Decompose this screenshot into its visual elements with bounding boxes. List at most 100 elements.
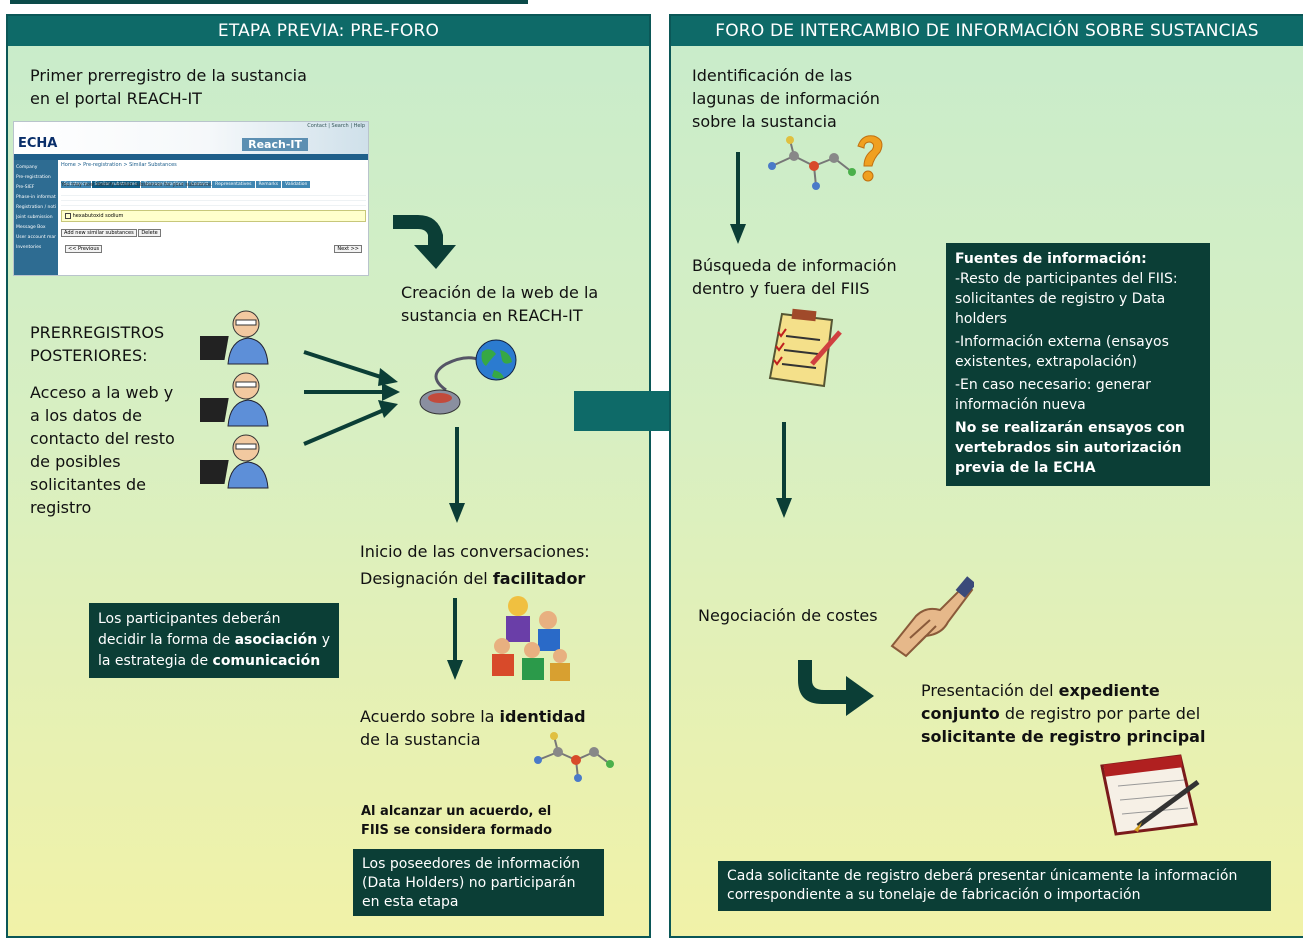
screenshot-help-text <box>61 191 366 207</box>
agreement-line1: Acuerdo sobre la identidad <box>360 705 586 728</box>
association-line2-text: decidir la forma de <box>98 632 235 648</box>
talks-line2: Designación del facilitador <box>360 565 590 592</box>
checkbox-icon[interactable] <box>65 212 71 219</box>
screenshot-banner: ECHA Reach-IT Contact | Search | Help <box>14 122 368 154</box>
later-prereg-line2: POSTERIORES: <box>30 346 148 365</box>
substance-checkbox-row[interactable]: hexabutoxid sodium <box>61 210 366 222</box>
association-line3: la estrategia de comunicación <box>98 651 330 672</box>
talks-text: Inicio de las conversaciones: Designació… <box>360 538 590 592</box>
screenshot-sidebar-item[interactable]: Company <box>16 165 38 170</box>
presentation-line3: solicitante de registro principal <box>921 725 1205 748</box>
checkbox-label: hexabutoxid sodium <box>72 213 124 219</box>
screenshot-sidebar-item[interactable]: User account management <box>16 235 56 240</box>
tonnage-note-box: Cada solicitante de registro deberá pres… <box>718 861 1271 911</box>
web-creation-text: Creación de la web de la sustancia en RE… <box>401 281 598 327</box>
info-source-line: -Resto de participantes del FIIS: <box>955 271 1178 287</box>
agreement-text: Acuerdo sobre la identidad de la sustanc… <box>360 705 586 751</box>
screenshot-tab[interactable]: Contact <box>187 181 212 188</box>
clipboard-checklist-icon <box>768 308 842 388</box>
info-sources-box: Fuentes de información: -Resto de partic… <box>946 243 1210 486</box>
screenshot-sidebar-item[interactable]: Joint submission <box>16 215 53 220</box>
arrow-down <box>730 152 746 244</box>
animal-testing-note: previa de la ECHA <box>955 460 1096 476</box>
communication-term: comunicación <box>212 653 321 669</box>
forum-formed-line2: FIIS se considera formado <box>361 823 552 838</box>
screenshot-tab[interactable]: Remarks <box>255 181 282 188</box>
association-box: Los participantes deberán decidir la for… <box>89 603 339 678</box>
info-source-line: -Información externa (ensayos <box>955 334 1169 350</box>
access-text: Acceso a la web y a los datos de contact… <box>30 381 175 519</box>
presentation-text: Presentación del expediente conjunto de … <box>921 679 1205 748</box>
costs-text: Negociación de costes <box>698 606 878 625</box>
dossier-term: expediente <box>1058 681 1160 700</box>
search-line2: dentro y fuera del FIIS <box>692 279 870 298</box>
screenshot-sidebar-item[interactable]: Pre-SIEF <box>16 185 35 190</box>
screenshot-sidebar-item[interactable]: Message Box <box>16 225 46 230</box>
molecule-question-icon <box>768 135 883 190</box>
screenshot-sidebar-item[interactable]: Phase-in information <box>16 195 56 200</box>
screenshot-breadcrumb: Home > Pre-registration > Similar Substa… <box>61 162 177 168</box>
arrow-down <box>776 422 792 518</box>
search-text: Búsqueda de información dentro y fuera d… <box>692 254 897 300</box>
screenshot-intro: You may now identify similar substances … <box>61 182 213 188</box>
association-term: asociación <box>234 632 318 648</box>
web-creation-line1: Creación de la web de la <box>401 283 599 302</box>
screenshot-sidebar-item[interactable]: Pre-registration <box>16 175 51 180</box>
gaps-line3: sobre la sustancia <box>692 112 837 131</box>
access-line: a los datos de <box>30 406 142 425</box>
computer-user-icon <box>200 372 269 427</box>
screenshot-sidebar-item[interactable]: Registration / notification <box>16 205 56 210</box>
globe-mouse-icon <box>419 339 517 415</box>
delete-button[interactable]: Delete <box>138 229 161 237</box>
screenshot-tab[interactable]: Validation <box>282 181 311 188</box>
arrow-down <box>447 598 463 680</box>
handshake-icon <box>890 576 974 658</box>
molecule-icon <box>534 732 614 782</box>
data-holders-box: Los poseedores de información (Data Hold… <box>353 849 604 916</box>
screenshot-tab[interactable]: Substance <box>61 181 91 188</box>
gaps-line1: Identificación de las <box>692 66 853 85</box>
previous-button[interactable]: << Previous <box>65 245 103 253</box>
top-links[interactable]: Contact | Search | Help <box>307 123 365 129</box>
forum-header: FORO DE INTERCAMBIO DE INFORMACIÓN SOBRE… <box>671 16 1303 46</box>
access-line: Acceso a la web y <box>30 383 174 402</box>
joint-term: conjunto <box>921 704 1000 723</box>
computer-user-icon <box>200 434 269 489</box>
screenshot-tab[interactable]: Tonnage/deadline <box>140 181 187 188</box>
computer-user-icon <box>200 310 269 365</box>
first-prereg-line1: Primer prerregistro de la sustancia <box>30 66 307 85</box>
echa-logo: ECHA <box>18 136 58 151</box>
access-line: contacto del resto <box>30 429 175 448</box>
presentation-line2-text: de registro por parte del <box>999 704 1201 723</box>
reach-it-brand: Reach-IT <box>242 138 308 151</box>
animal-testing-note: No se realizarán ensayos con <box>955 420 1185 436</box>
info-source-line: información nueva <box>955 397 1086 413</box>
first-prereg-line2: en el portal REACH-IT <box>30 89 202 108</box>
forum-formed-line1: Al alcanzar un acuerdo, el <box>361 804 552 819</box>
reach-it-screenshot: ECHA Reach-IT Contact | Search | Help Co… <box>13 121 369 276</box>
tonnage-note-line1: Cada solicitante de registro deberá pres… <box>727 868 1238 884</box>
add-similar-button[interactable]: Add new similar substances <box>61 229 137 237</box>
search-line1: Búsqueda de información <box>692 256 897 275</box>
data-holders-line3: en esta etapa <box>362 894 459 910</box>
people-group-icon <box>492 596 570 681</box>
agreement-line2: de la sustancia <box>360 730 481 749</box>
screenshot-tab[interactable]: Similar substances <box>91 181 140 188</box>
gaps-text: Identificación de las lagunas de informa… <box>692 64 880 133</box>
screenshot-sidebar-item[interactable]: Inventories <box>16 245 42 250</box>
animal-testing-note: vertebrados sin autorización <box>955 440 1182 456</box>
info-sources-title: Fuentes de información: <box>955 251 1147 267</box>
info-source-line: existentes, extrapolación) <box>955 354 1137 370</box>
screenshot-tab[interactable]: Representatives <box>212 181 255 188</box>
presentation-line1-text: Presentación del <box>921 681 1059 700</box>
calendar-pen-icon <box>1100 754 1200 836</box>
tonnage-note-line2: correspondiente a su tonelaje de fabrica… <box>727 887 1141 903</box>
web-creation-line2: sustancia en REACH-IT <box>401 306 583 325</box>
top-rule <box>10 0 528 4</box>
forum-formed-text: Al alcanzar un acuerdo, el FIIS se consi… <box>361 802 552 840</box>
info-source-line: holders <box>955 311 1007 327</box>
info-source-line: solicitantes de registro y Data <box>955 291 1166 307</box>
presentation-line2: conjunto de registro por parte del <box>921 702 1205 725</box>
access-line: solicitantes de <box>30 475 147 494</box>
next-button[interactable]: Next >> <box>334 245 362 253</box>
